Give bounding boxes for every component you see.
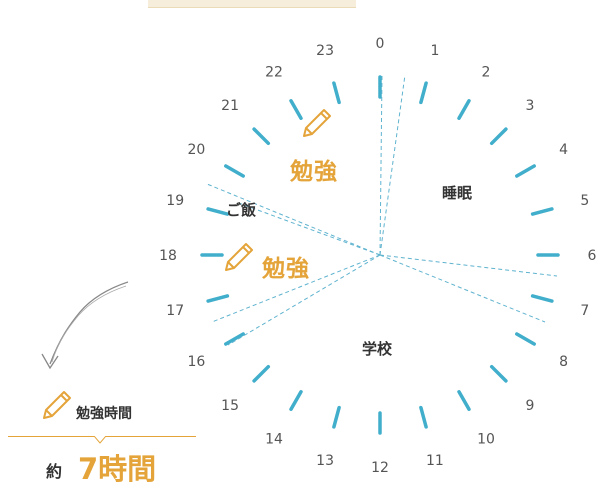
hour-label: 13 [316,453,334,469]
hour-label: 2 [482,64,491,80]
hour-label: 5 [580,193,589,209]
hour-tick [332,81,341,105]
hour-tick [515,332,536,346]
header-strip [148,0,356,8]
activity-label-study: 勉強 [290,159,338,185]
pencil-icon [43,391,71,419]
hour-tick [530,294,554,303]
hour-label: 8 [559,354,568,370]
hour-label: 11 [426,453,444,469]
hour-tick [419,405,428,429]
hour-label: 0 [376,36,385,52]
arrow-icon [41,281,129,370]
hour-label: 22 [265,64,283,80]
hour-tick [206,294,230,303]
hour-tick [224,332,245,346]
hour-tick [252,127,271,146]
hour-label: 10 [477,432,495,448]
hour-tick [419,81,428,105]
divider-line [235,201,381,256]
hour-label: 15 [221,398,239,414]
hour-tick [332,405,341,429]
hour-tick [489,127,508,146]
summary-notch [94,436,106,444]
hour-label: 19 [166,193,184,209]
hour-label: 9 [525,398,534,414]
activity-label-sleep: 睡眠 [442,184,473,202]
activity-label-meal: ご飯 [226,201,257,219]
hour-label: 7 [580,303,589,319]
pencil-icon [303,109,331,137]
hour-label: 12 [371,460,389,476]
hour-tick [224,164,245,178]
hour-label: 16 [187,354,205,370]
hour-tick [530,207,554,216]
hour-label: 6 [588,248,597,264]
hour-label: 17 [166,303,184,319]
divider-line [211,254,381,323]
divider-line [379,254,558,277]
summary-value: 7時間 [78,452,157,486]
activity-label-school: 学校 [362,340,393,358]
hour-tick [252,364,271,383]
divider-line [206,183,381,256]
summary-title: 勉強時間 [76,406,132,422]
hour-tick [457,390,471,411]
divider-line [227,254,381,346]
hour-label: 3 [525,98,534,114]
divider-line [379,254,546,323]
hour-tick [206,207,230,216]
summary-prefix: 約 [46,462,63,481]
activity-label-study: 勉強 [262,256,310,282]
hour-tick [515,164,536,178]
divider-line [379,74,406,256]
hour-label: 1 [430,43,439,59]
hour-tick [289,99,303,120]
hour-label: 20 [187,142,205,158]
hour-tick [289,390,303,411]
hour-tick [457,99,471,120]
pencil-icon [225,243,253,271]
hour-label: 14 [265,432,283,448]
hour-label: 18 [159,248,177,264]
hour-label: 23 [316,43,334,59]
hour-label: 4 [559,142,568,158]
hour-label: 21 [221,98,239,114]
hour-tick [489,364,508,383]
divider-line [379,74,383,256]
